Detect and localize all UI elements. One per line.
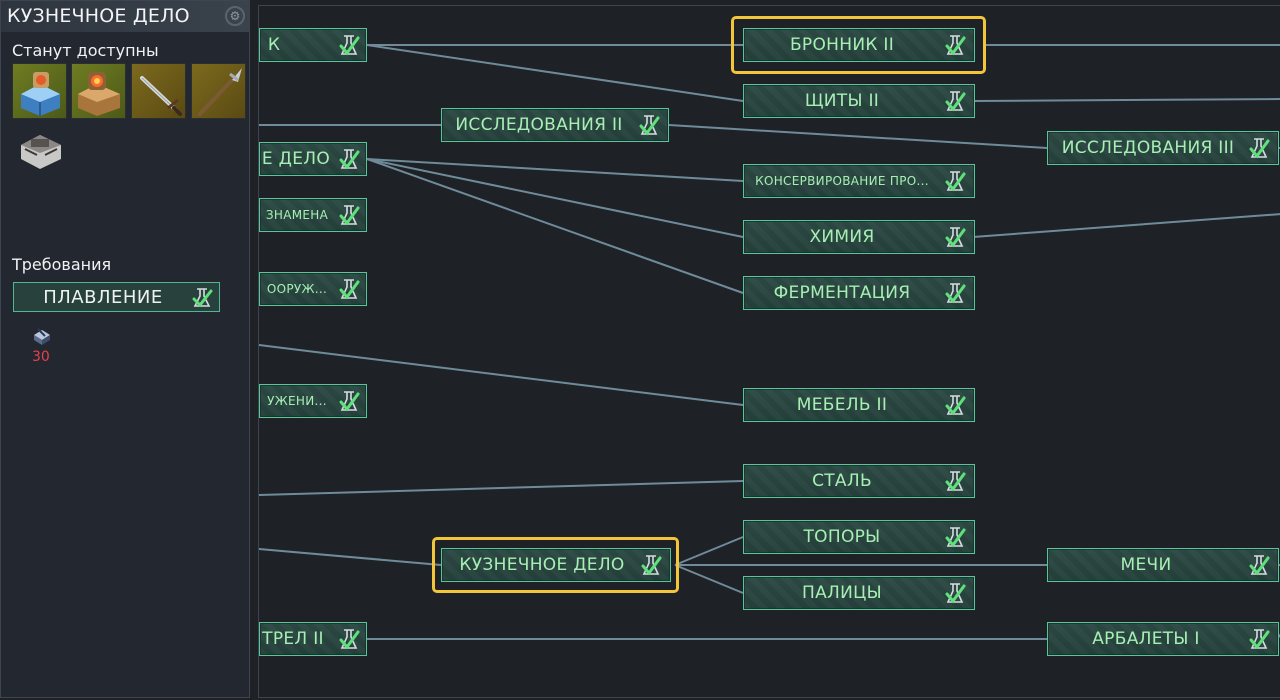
research-check-icon: [945, 583, 966, 604]
anvil-building-icon[interactable]: [15, 125, 65, 175]
smelter-building-icon: [78, 72, 120, 116]
research-check-icon: [339, 35, 360, 56]
tree-node-research-2[interactable]: ИССЛЕДОВАНИЯ II: [441, 108, 669, 142]
tree-node-partial-6[interactable]: ТРЕЛ II: [259, 622, 367, 656]
requirement-label: ПЛАВЛЕНИЕ: [43, 287, 163, 308]
research-check-icon: [339, 391, 360, 412]
pike-item-icon: [198, 68, 242, 116]
highlight-blacksmithing: [432, 537, 679, 593]
research-check-icon: [945, 283, 966, 304]
unlock-sword-tile[interactable]: [131, 63, 186, 119]
unlock-smelter-tile[interactable]: [71, 63, 126, 119]
unlock-forge-tile[interactable]: [12, 63, 67, 119]
research-check-icon: [641, 555, 662, 576]
research-tree-canvas[interactable]: К Е ДЕЛО ЗНАМЕНА ООРУЖ... УЖЕНИ... ТРЕЛ …: [258, 5, 1280, 698]
tree-node-crossbows-1[interactable]: АРБАЛЕТЫ I: [1047, 622, 1279, 656]
research-check-icon: [945, 35, 966, 56]
tree-node-swords[interactable]: МЕЧИ: [1047, 548, 1279, 582]
research-check-icon: [945, 471, 966, 492]
tree-node-partial-2[interactable]: Е ДЕЛО: [259, 142, 367, 176]
highlight-armorer: [731, 16, 986, 74]
unlocks-label: Станут доступны: [12, 41, 159, 60]
tree-node-partial-5[interactable]: УЖЕНИ...: [259, 384, 367, 418]
research-check-icon: [1249, 629, 1270, 650]
research-check-icon: [1249, 555, 1270, 576]
tree-node-fermentation[interactable]: ФЕРМЕНТАЦИЯ: [743, 276, 975, 310]
tree-node-chemistry[interactable]: ХИМИЯ: [743, 220, 975, 254]
forge-building-icon: [21, 72, 60, 116]
panel-gear-icon[interactable]: ⚙: [225, 6, 245, 26]
research-info-panel: КУЗНЕЧНОЕ ДЕЛО ⚙ Станут доступны: [0, 0, 250, 698]
tree-node-blacksmithing[interactable]: КУЗНЕЧНОЕ ДЕЛО: [441, 548, 671, 582]
tree-node-shields-2[interactable]: ЩИТЫ II: [743, 84, 975, 118]
panel-title: КУЗНЕЧНОЕ ДЕЛО: [1, 1, 250, 32]
tree-node-preservation[interactable]: КОНСЕРВИРОВАНИЕ ПРО...: [743, 164, 975, 198]
research-book-icon: [34, 328, 50, 345]
tree-node-research-3[interactable]: ИССЛЕДОВАНИЯ III: [1047, 131, 1279, 165]
tree-node-partial-3[interactable]: ЗНАМЕНА: [259, 198, 367, 232]
research-check-icon: [192, 288, 213, 308]
tree-node-maces[interactable]: ПАЛИЦЫ: [743, 576, 975, 610]
tree-node-partial-1[interactable]: К: [259, 28, 367, 62]
research-check-icon: [639, 115, 660, 136]
research-check-icon: [339, 149, 360, 170]
tree-node-armorer-2[interactable]: БРОННИК II: [743, 28, 975, 62]
requirements-label: Требования: [12, 255, 112, 274]
unlock-pike-tile[interactable]: [191, 63, 246, 119]
research-check-icon: [1249, 138, 1270, 159]
tree-node-steel[interactable]: СТАЛЬ: [743, 464, 975, 498]
tree-node-partial-4[interactable]: ООРУЖ...: [259, 272, 367, 306]
research-cost: 30: [32, 349, 50, 365]
research-check-icon: [945, 171, 966, 192]
tree-connectors: [259, 44, 1280, 640]
requirement-smelting[interactable]: ПЛАВЛЕНИЕ: [13, 282, 220, 312]
research-check-icon: [339, 205, 360, 226]
research-check-icon: [945, 527, 966, 548]
sword-item-icon: [140, 76, 182, 116]
research-check-icon: [945, 395, 966, 416]
research-check-icon: [945, 91, 966, 112]
tree-node-axes[interactable]: ТОПОРЫ: [743, 520, 975, 554]
research-check-icon: [945, 227, 966, 248]
research-check-icon: [339, 279, 360, 300]
research-check-icon: [339, 629, 360, 650]
tree-node-furniture-2[interactable]: МЕБЕЛЬ II: [743, 388, 975, 422]
